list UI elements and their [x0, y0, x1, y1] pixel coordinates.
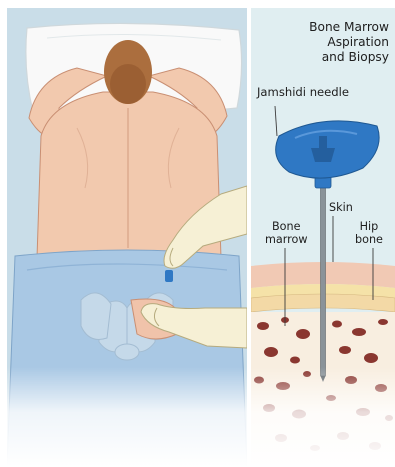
- diagram-title: Bone Marrow Aspiration and Biopsy: [259, 20, 389, 65]
- patient-scene-panel: [7, 8, 247, 467]
- bone-marrow-label: Bone marrow: [265, 220, 308, 246]
- patient-scene: [7, 8, 247, 467]
- needle-shaft: [321, 184, 326, 376]
- label-line: Bone: [265, 220, 308, 233]
- skin-label: Skin: [329, 201, 353, 214]
- label-line: Hip: [355, 220, 383, 233]
- needle-handle-small: [165, 270, 173, 282]
- title-line: Aspiration: [259, 35, 389, 50]
- cross-section-panel: Bone Marrow Aspiration and Biopsy Jamshi…: [251, 8, 395, 467]
- label-line: marrow: [265, 233, 308, 246]
- needle-label: Jamshidi needle: [257, 86, 349, 99]
- hip-bone-label: Hip bone: [355, 220, 383, 246]
- label-line: bone: [355, 233, 383, 246]
- title-line: and Biopsy: [259, 50, 389, 65]
- title-line: Bone Marrow: [259, 20, 389, 35]
